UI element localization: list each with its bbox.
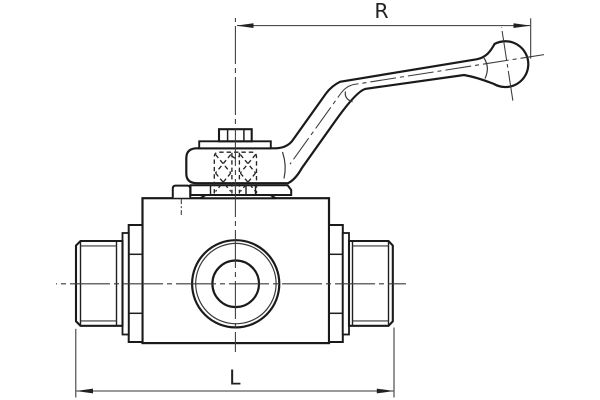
ball-cross-centerline xyxy=(500,26,514,103)
hub-crease xyxy=(281,151,286,179)
dimension-R: R xyxy=(236,0,532,59)
handle-ball-knob xyxy=(493,40,530,89)
dimension-R-arrow-right xyxy=(513,23,531,28)
center-lines xyxy=(56,18,545,352)
elbow-crease xyxy=(344,91,353,103)
dimension-R-label: R xyxy=(374,0,388,23)
handle-axis-centerline xyxy=(289,54,545,165)
ball-neck-crease xyxy=(483,57,488,79)
dimension-L: L xyxy=(75,327,395,398)
stop-pin xyxy=(171,184,192,198)
dimension-L-arrow-left xyxy=(75,388,93,394)
dimension-L-label: L xyxy=(229,365,241,389)
dimension-R-arrow-left xyxy=(236,23,254,28)
handle-lever-outline xyxy=(185,42,496,185)
dimension-L-arrow-right xyxy=(376,388,394,394)
